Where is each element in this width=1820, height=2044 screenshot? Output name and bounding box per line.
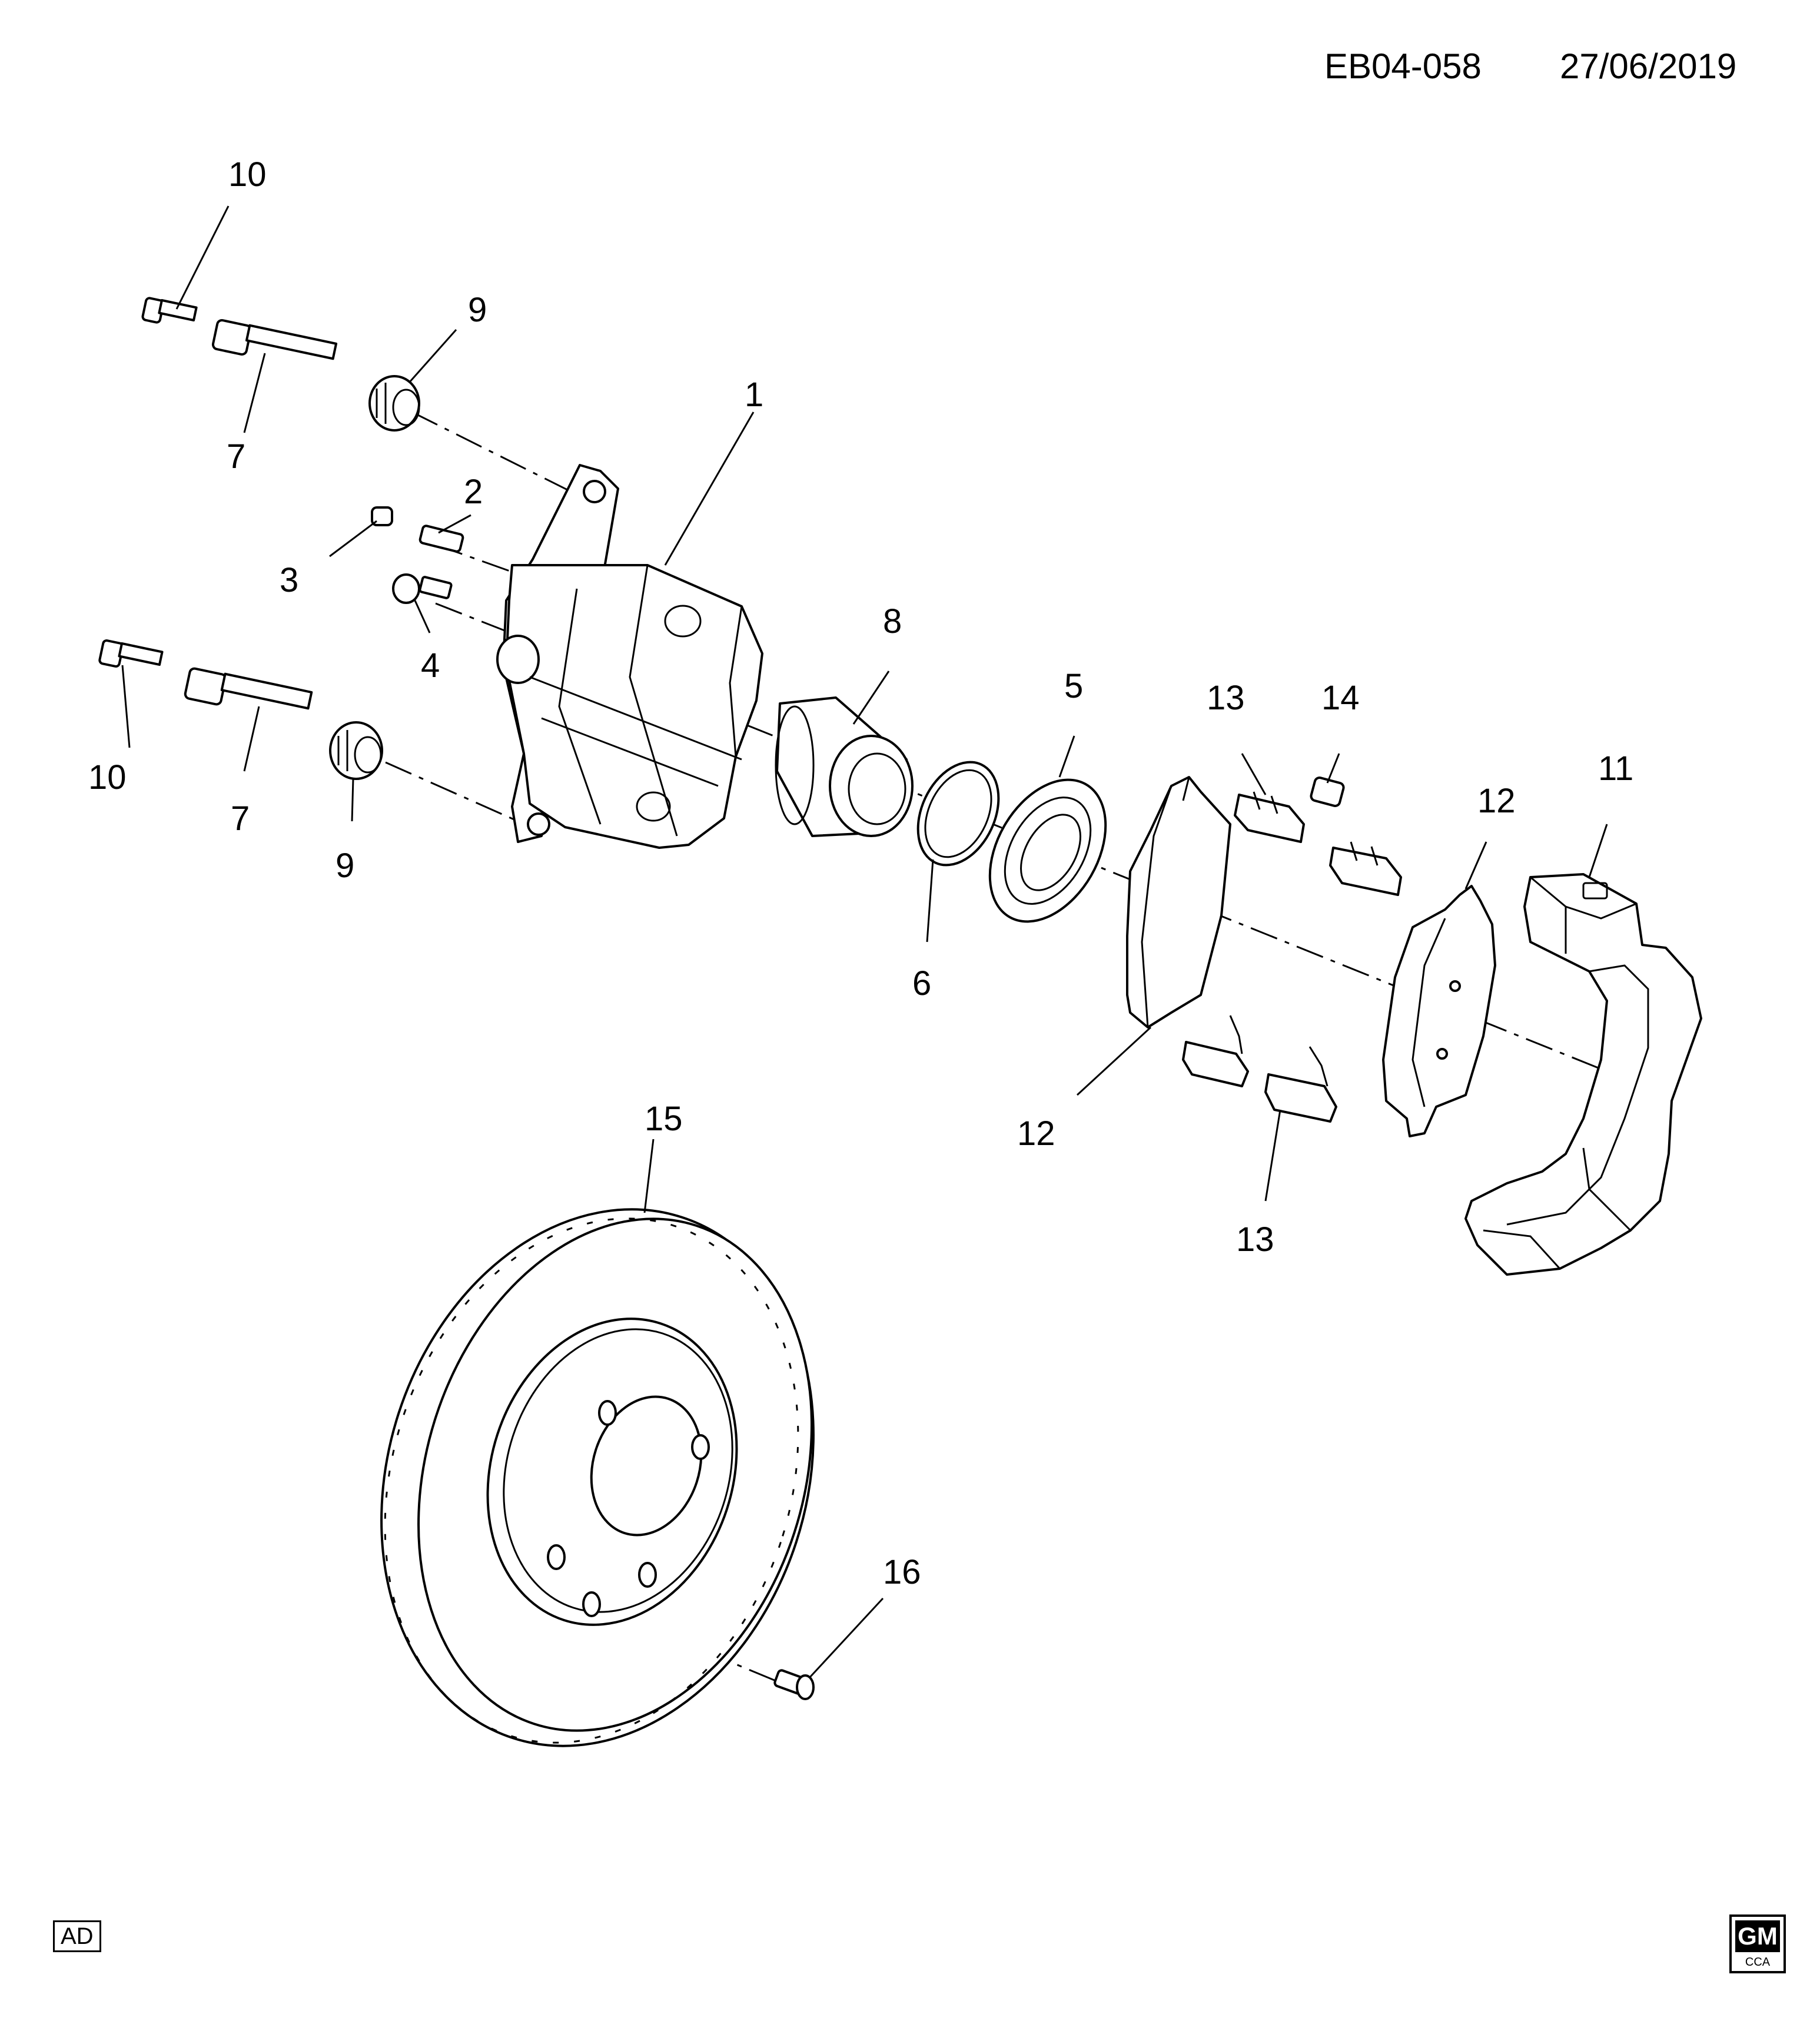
callout-8: 8 bbox=[883, 602, 902, 641]
part-7-guide-pin-upper bbox=[211, 319, 338, 360]
callout-4: 4 bbox=[421, 646, 440, 685]
part-6-piston-seal bbox=[916, 761, 1000, 867]
callout-7-upper: 7 bbox=[227, 437, 245, 476]
gm-logo-text: GM bbox=[1735, 1920, 1780, 1952]
diagram-code: EB04-058 bbox=[1324, 47, 1482, 86]
part-7-guide-pin-lower bbox=[184, 667, 313, 710]
callout-2: 2 bbox=[464, 473, 483, 511]
part-3-bleeder-cap bbox=[371, 506, 393, 526]
part-13-clip-upper-b bbox=[1329, 841, 1402, 896]
callout-14: 14 bbox=[1321, 679, 1360, 717]
leader-lines bbox=[121, 205, 1608, 1679]
callout-15: 15 bbox=[645, 1100, 683, 1138]
part-10-bolt-lower bbox=[98, 639, 164, 668]
callout-16: 16 bbox=[883, 1553, 921, 1591]
part-9-boot-upper bbox=[368, 375, 420, 432]
part-12-brake-pad-inner bbox=[1126, 776, 1231, 1028]
callout-9-lower: 9 bbox=[336, 847, 354, 885]
part-8-piston bbox=[775, 696, 914, 837]
part-1-caliper-housing bbox=[496, 464, 763, 849]
part-4-fitting bbox=[392, 573, 453, 604]
gm-logo-subtext: CCA bbox=[1745, 1956, 1771, 1969]
part-16-rotor-screw bbox=[773, 1669, 815, 1700]
part-11-caliper-bracket bbox=[1464, 873, 1702, 1276]
part-12-brake-pad-outer bbox=[1382, 885, 1496, 1137]
callout-10-upper: 10 bbox=[228, 155, 267, 194]
part-15-brake-rotor bbox=[380, 1208, 815, 1747]
callout-11: 11 bbox=[1598, 749, 1633, 788]
part-5-dust-boot bbox=[988, 778, 1107, 923]
callout-1: 1 bbox=[745, 376, 763, 414]
ad-badge: AD bbox=[53, 1920, 101, 1952]
callout-6: 6 bbox=[912, 964, 931, 1003]
part-14-damper bbox=[1310, 777, 1345, 807]
diagram-date: 27/06/2019 bbox=[1560, 47, 1737, 86]
part-2-bleeder-screw bbox=[419, 525, 464, 553]
callout-13-lower: 13 bbox=[1236, 1220, 1274, 1259]
callout-5: 5 bbox=[1064, 667, 1083, 705]
part-10-bolt-upper bbox=[141, 297, 198, 324]
callout-labels: 10 9 7 1 2 3 4 10 7 9 8 5 6 13 14 12 11 … bbox=[88, 155, 1633, 1591]
callout-9-upper: 9 bbox=[468, 291, 487, 329]
part-9-boot-lower bbox=[329, 721, 383, 780]
part-13-clip-lower-b bbox=[1264, 1046, 1337, 1123]
callout-13-upper: 13 bbox=[1207, 679, 1245, 717]
callout-12-outer: 12 bbox=[1477, 782, 1516, 820]
part-13-clip-lower-a bbox=[1182, 1015, 1249, 1087]
part-13-clip-upper-a bbox=[1234, 791, 1305, 843]
callout-7-lower: 7 bbox=[231, 799, 250, 838]
callout-12-inner: 12 bbox=[1017, 1114, 1055, 1153]
gm-logo: GM CCA bbox=[1729, 1914, 1786, 1973]
callout-3: 3 bbox=[280, 561, 298, 599]
callout-10-lower: 10 bbox=[88, 758, 127, 797]
